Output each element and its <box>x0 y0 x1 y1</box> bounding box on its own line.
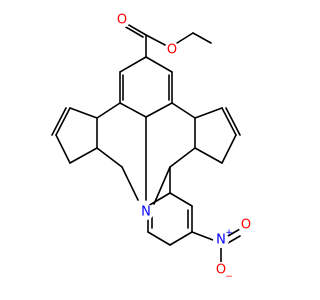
atom-o-nitro-bottom: O <box>216 263 226 278</box>
ester-oxygen: O <box>164 42 180 58</box>
structure-canvas: O O N N + O O − <box>51 12 254 282</box>
ester-carbonyl-oxygen: O <box>114 12 130 28</box>
bond-41 <box>169 231 193 246</box>
bond-4 <box>126 23 147 36</box>
atom-label-layer: O O N N + O O − <box>114 12 254 282</box>
bond-19 <box>69 107 98 119</box>
bond-42 <box>191 231 214 241</box>
nitro-oxygen-bottom: O − <box>213 262 233 282</box>
bond-5 <box>123 25 144 38</box>
bond-44 <box>227 235 241 244</box>
bond-22 <box>55 134 71 164</box>
bond-21 <box>51 107 67 136</box>
bond-16 <box>96 147 123 168</box>
bond-1 <box>192 32 212 44</box>
ring-nitrogen: N <box>138 204 154 220</box>
bond-32 <box>194 147 223 164</box>
bond-6 <box>119 56 147 73</box>
bond-23 <box>69 147 98 164</box>
molecule-diagram: O O N N + O O − <box>51 12 254 282</box>
bond-0 <box>176 32 194 44</box>
bond-34 <box>147 192 171 207</box>
nitro-o-charge: − <box>225 272 233 282</box>
atom-o-carbonyl: O <box>117 13 127 28</box>
bond-43 <box>227 228 241 237</box>
bond-14 <box>96 102 121 119</box>
atom-n-nitro: N <box>216 233 226 248</box>
atom-o-nitro-top: O <box>241 218 251 233</box>
bond-40 <box>147 231 171 246</box>
nitro-nitrogen: N + <box>213 228 233 248</box>
bond-30 <box>225 107 241 136</box>
bond-layer <box>51 23 241 263</box>
bond-31 <box>221 134 237 164</box>
bond-12 <box>119 102 147 118</box>
atom-o-ester: O <box>167 43 177 58</box>
bond-26 <box>169 147 196 168</box>
bond-35 <box>169 192 193 207</box>
bond-7 <box>145 56 173 73</box>
bond-29 <box>221 107 237 136</box>
bond-24 <box>171 102 196 119</box>
bond-20 <box>55 107 71 136</box>
bond-2 <box>145 34 168 47</box>
bond-28 <box>194 107 223 119</box>
bond-13 <box>145 102 173 118</box>
bond-27 <box>153 166 171 205</box>
atom-n-ring: N <box>141 205 151 220</box>
nitro-n-charge: + <box>225 228 233 238</box>
bond-17 <box>121 166 139 201</box>
nitro-oxygen-top: O <box>238 217 254 233</box>
